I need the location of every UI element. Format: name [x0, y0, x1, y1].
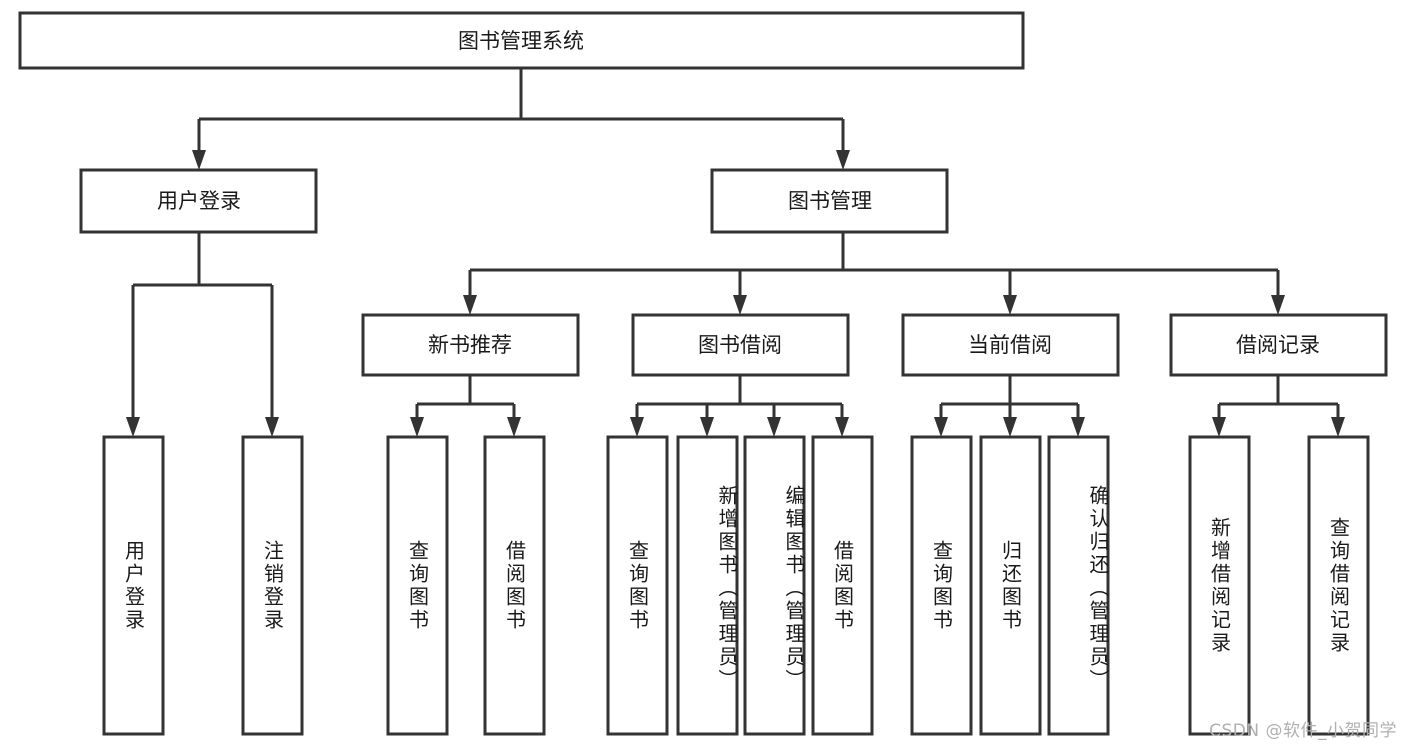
leaf-box-user-login-1[interactable] [241, 435, 304, 736]
node-book-management[interactable]: 图书管理 [710, 168, 949, 234]
node-user-login-label: 用户登录 [157, 189, 241, 213]
node-new-book-recommend-label: 新书推荐 [428, 333, 512, 357]
node-user-login[interactable]: 用户登录 [79, 168, 318, 234]
node-root-label: 图书管理系统 [458, 29, 584, 53]
leaf-box-book-borrow-3[interactable] [811, 435, 874, 736]
leaf-box-user-login-0[interactable] [102, 435, 165, 736]
node-new-book-recommend[interactable]: 新书推荐 [361, 313, 580, 377]
leaf-box-new-book-1[interactable] [483, 435, 546, 736]
leaf-box-book-borrow-0[interactable] [606, 435, 669, 736]
node-new-book-recommend-box[interactable] [361, 313, 580, 377]
node-borrow-record-box[interactable] [1169, 313, 1388, 377]
connector-bookborrow-to-leaves [630, 375, 849, 437]
node-current-borrow-box[interactable] [901, 313, 1120, 377]
connector-borrowrecord-to-leaves [1212, 375, 1345, 437]
leaf-box-book-borrow-2[interactable] [743, 435, 806, 736]
node-borrow-record-label: 借阅记录 [1236, 333, 1320, 357]
node-book-borrow-box[interactable] [631, 313, 850, 377]
csdn-watermark: CSDN @软件_小贺同学 [1209, 721, 1397, 741]
connector-userlogin-to-leaves [126, 232, 279, 437]
node-root[interactable]: 图书管理系统 [18, 11, 1025, 70]
connector-bookmgmt-to-level3 [463, 232, 1285, 315]
node-user-login-box[interactable] [79, 168, 318, 234]
connector-newbook-to-leaves [410, 375, 521, 437]
connector-currentborrow-to-leaves [934, 375, 1085, 437]
node-book-management-box[interactable] [710, 168, 949, 234]
connector-root-to-level2 [192, 68, 850, 170]
leaf-box-borrow-record-0[interactable] [1188, 435, 1251, 736]
node-root-box[interactable] [18, 11, 1025, 70]
node-current-borrow-label: 当前借阅 [968, 333, 1052, 357]
leaf-box-book-borrow-1[interactable] [676, 435, 739, 736]
node-borrow-record[interactable]: 借阅记录 [1169, 313, 1388, 377]
node-current-borrow[interactable]: 当前借阅 [901, 313, 1120, 377]
leaf-box-current-borrow-2[interactable] [1047, 435, 1110, 736]
leaf-box-new-book-0[interactable] [386, 435, 449, 736]
leaf-box-borrow-record-1[interactable] [1307, 435, 1370, 736]
node-book-management-label: 图书管理 [788, 189, 872, 213]
node-book-borrow-label: 图书借阅 [698, 333, 782, 357]
leaf-box-current-borrow-1[interactable] [979, 435, 1042, 736]
node-book-borrow[interactable]: 图书借阅 [631, 313, 850, 377]
leaf-box-current-borrow-0[interactable] [910, 435, 973, 736]
